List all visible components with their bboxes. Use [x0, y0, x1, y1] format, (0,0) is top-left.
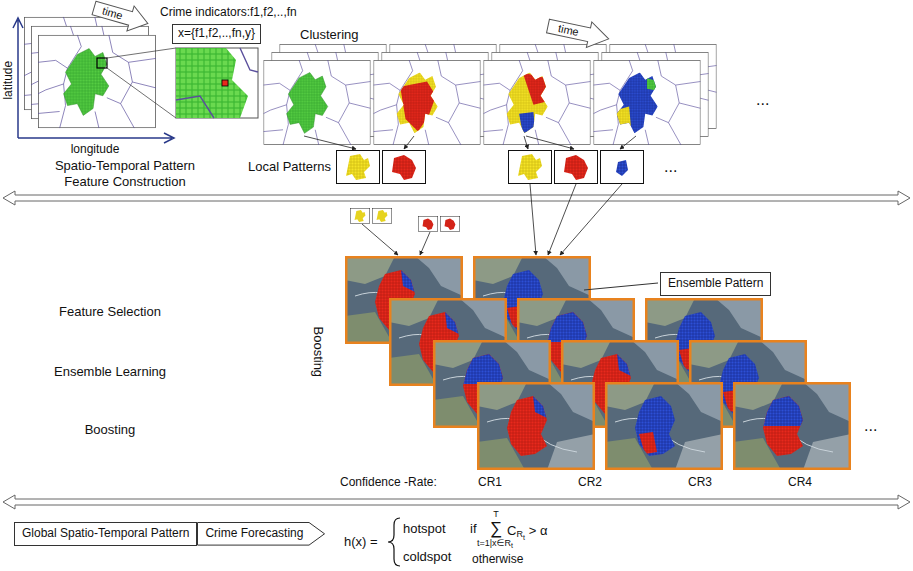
pattern-arrows [304, 136, 636, 149]
grid-cell-x [222, 80, 228, 86]
cluster-panel [483, 60, 590, 145]
formula-term: t [511, 542, 513, 549]
pattern-thumbnail [372, 209, 392, 224]
formula-term: t=1|x∈R [477, 539, 511, 548]
separator [3, 191, 910, 205]
callout-box: Ensemble Pattern [660, 272, 771, 296]
formula-term: coldspot [403, 550, 451, 563]
formula-term: T [493, 510, 499, 519]
local-pattern [337, 151, 380, 184]
pattern-thumbnail [418, 217, 438, 232]
rate-value: CR1 [478, 475, 502, 489]
formula-term: otherwise [472, 553, 523, 565]
step-label: Local Patterns [248, 159, 331, 175]
pattern-thumbnail [350, 209, 370, 224]
ensemble-panel [733, 382, 851, 470]
ellipsis: ... [664, 157, 677, 176]
arrow-label: time [557, 22, 580, 39]
indicator-label: Crime indicators:f1,f2,..,fn [160, 5, 297, 19]
node-text: Ensemble Pattern [668, 276, 763, 292]
axis-label: latitude [1, 61, 15, 100]
time-arrow [90, 0, 151, 36]
formula-term: C [507, 524, 516, 537]
rate-label: Confidence -Rate: [340, 475, 437, 489]
formula-term: > α [529, 524, 548, 537]
ensemble-arrows [362, 184, 622, 255]
step-label: Clustering [300, 27, 359, 43]
stage-label: Spatio-Temporal Pattern Feature Construc… [43, 158, 208, 189]
local-pattern [509, 151, 552, 184]
rate-value: CR2 [578, 475, 602, 489]
district-lines [176, 48, 258, 118]
formula-term: hotspot [403, 522, 446, 535]
axis [13, 18, 174, 143]
grid-cells [176, 48, 248, 118]
stage-label: Ensemble Learning [54, 364, 166, 380]
formula-term: h(x) = [344, 535, 378, 548]
ensemble-panel [605, 382, 723, 470]
formula-term: t [523, 534, 525, 541]
formula-term: if [470, 522, 477, 535]
ellipsis: ... [864, 416, 877, 435]
ensemble-panel [477, 382, 595, 470]
rate-value: CR4 [788, 475, 812, 489]
leader-line [584, 283, 658, 290]
cluster-panel [373, 60, 480, 145]
process-arrow: Crime Forecasting [197, 522, 325, 546]
arrow-shape [198, 523, 325, 546]
step-label: Boosting [310, 327, 326, 378]
local-pattern [383, 151, 426, 184]
feature-vector-box: x={f1,f2,..,fn,y} [172, 24, 261, 44]
separator [3, 495, 910, 509]
map-panel [263, 60, 370, 145]
brace [388, 518, 400, 566]
axis-label: longitude [71, 142, 120, 156]
local-pattern [601, 151, 644, 184]
time-arrow [545, 13, 611, 51]
zoom-inset [176, 48, 258, 118]
node-text: Global Spatio-Temporal Pattern [22, 526, 189, 542]
stage-label: Feature Selection [59, 304, 161, 320]
local-pattern [555, 151, 598, 184]
stage-label: Boosting [85, 422, 136, 438]
zoom-lines [107, 48, 176, 118]
formula-term: R [516, 530, 523, 539]
ellipsis: ... [756, 90, 769, 109]
process-box: Global Spatio-Temporal Pattern [14, 522, 197, 546]
zoom-marker [97, 58, 107, 68]
pattern-thumbnail [440, 217, 460, 232]
cluster-panel [593, 60, 700, 145]
rate-value: CR3 [688, 475, 712, 489]
node-text: x={f1,f2,..,fn,y} [178, 26, 255, 42]
node-text: Crime Forecasting [205, 526, 303, 542]
formula-term: ∑ [490, 520, 502, 537]
map-panel [38, 35, 156, 128]
